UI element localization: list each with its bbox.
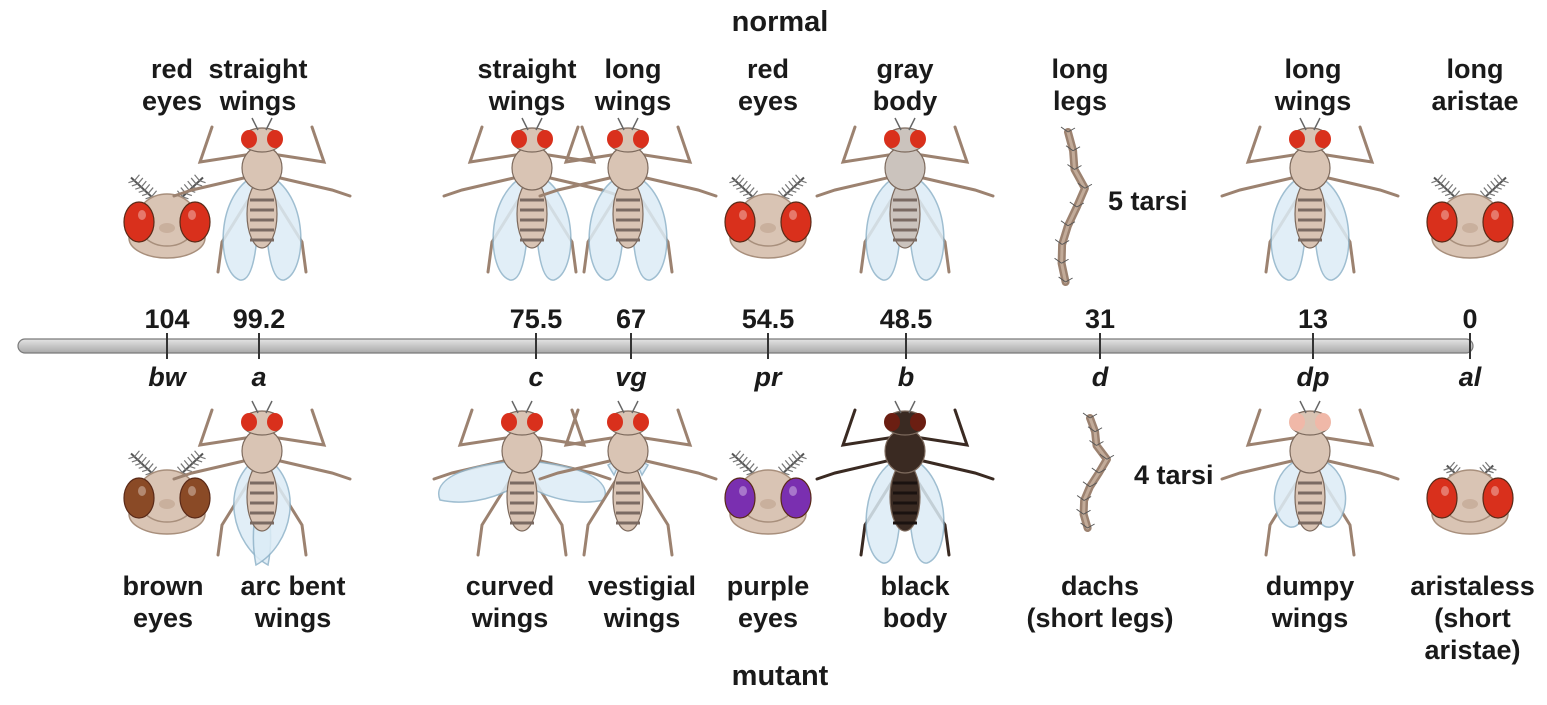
normal-label-c: straight wings [462,53,592,117]
mutant-label-c: curved wings [445,570,575,634]
mutant-label-a: arc bent wings [218,570,368,634]
position-b: 48.5 [861,304,951,335]
symbol-al: al [1430,362,1510,393]
position-pr: 54.5 [723,304,813,335]
normal-head-pr [725,175,811,258]
mutant-tarsi-label: 4 tarsi [1134,460,1214,491]
position-a: 99.2 [214,304,304,335]
position-d: 31 [1055,304,1145,335]
symbol-b: b [866,362,946,393]
normal-fly-dp [1222,118,1398,280]
normal-tarsi-label: 5 tarsi [1108,186,1188,217]
position-al: 0 [1425,304,1515,335]
normal-label-vg: long wings [578,53,688,117]
normal-label-a: straight wings [193,53,323,117]
normal-leg-d [1055,127,1092,282]
position-dp: 13 [1268,304,1358,335]
mutant-label-bw: brown eyes [98,570,228,634]
mutant-label-al: aristaless (short aristae) [1398,570,1547,666]
symbol-c: c [496,362,576,393]
mutant-fly-dp [1222,401,1398,555]
mutant-label-b: black body [855,570,975,634]
symbol-a: a [219,362,299,393]
mutant-label-dp: dumpy wings [1250,570,1370,634]
normal-label-b: gray body [850,53,960,117]
chromosome-bar [18,339,1473,353]
mutant-label-pr: purple eyes [713,570,823,634]
position-bw: 104 [122,304,212,335]
symbol-bw: bw [127,362,207,393]
normal-head-al [1427,175,1513,258]
mutant-leg-d [1077,413,1114,528]
normal-header: normal [700,6,860,39]
mutant-head-bw [124,451,210,534]
normal-label-d: long legs [1025,53,1135,117]
mutant-label-d: dachs (short legs) [1010,570,1190,634]
mutant-fly-b [817,401,993,563]
normal-head-bw [124,175,210,258]
mutant-fly-c [434,401,610,555]
normal-label-al: long aristae [1410,53,1540,117]
symbol-pr: pr [728,362,808,393]
symbol-d: d [1060,362,1140,393]
mutant-label-vg: vestigial wings [572,570,712,634]
normal-fly-b [817,118,993,280]
position-c: 75.5 [491,304,581,335]
normal-fly-a [174,118,350,280]
mutant-header: mutant [700,660,860,693]
mutant-head-al [1427,462,1513,534]
symbol-vg: vg [591,362,671,393]
mutant-head-pr [725,451,811,534]
normal-label-pr: red eyes [713,53,823,117]
symbol-dp: dp [1273,362,1353,393]
position-vg: 67 [586,304,676,335]
normal-label-dp: long wings [1258,53,1368,117]
